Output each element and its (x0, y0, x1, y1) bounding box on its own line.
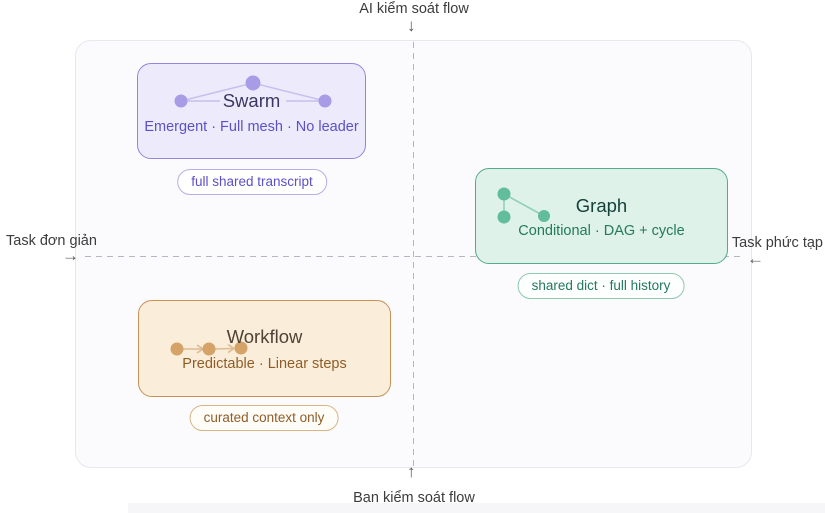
workflow-subtitle: Predictable · Linear steps (182, 356, 347, 372)
workflow-title: Workflow (226, 326, 303, 347)
graph-card: Graph Conditional · DAG + cycle (475, 168, 728, 264)
swarm-badge: full shared transcript (177, 169, 327, 195)
arrow-right-icon: → (62, 246, 79, 265)
graph-badge: shared dict · full history (517, 273, 685, 299)
swarm-title: Swarm (222, 90, 281, 111)
axis-label-right: Task phức tạp (731, 235, 823, 251)
axis-label-left: Task đơn giản (6, 233, 97, 249)
workflow-badge: curated context only (189, 405, 339, 431)
dag-nodes-icon (497, 187, 550, 224)
arrow-down-icon: ↓ (407, 16, 416, 35)
graph-title: Graph (575, 195, 628, 216)
linear-steps-icon (170, 341, 248, 356)
swarm-subtitle: Emergent · Full mesh · No leader (144, 119, 359, 135)
mesh-network-icon (174, 75, 332, 108)
arrow-up-icon: ↑ (407, 462, 416, 481)
horizontal-axis-dashed-line (85, 256, 745, 257)
workflow-card: Workflow Predictable · Linear steps (138, 300, 391, 397)
arrow-left-icon: ← (747, 249, 764, 268)
swarm-card: Swarm Emergent · Full mesh · No leader (137, 63, 366, 159)
bottom-edge-strip (128, 503, 825, 513)
axis-label-bottom: Bạn kiểm soát flow (353, 490, 475, 506)
axis-label-top: AI kiểm soát flow (359, 1, 469, 17)
vertical-axis-dashed-line (413, 42, 414, 466)
graph-subtitle: Conditional · DAG + cycle (518, 223, 685, 239)
